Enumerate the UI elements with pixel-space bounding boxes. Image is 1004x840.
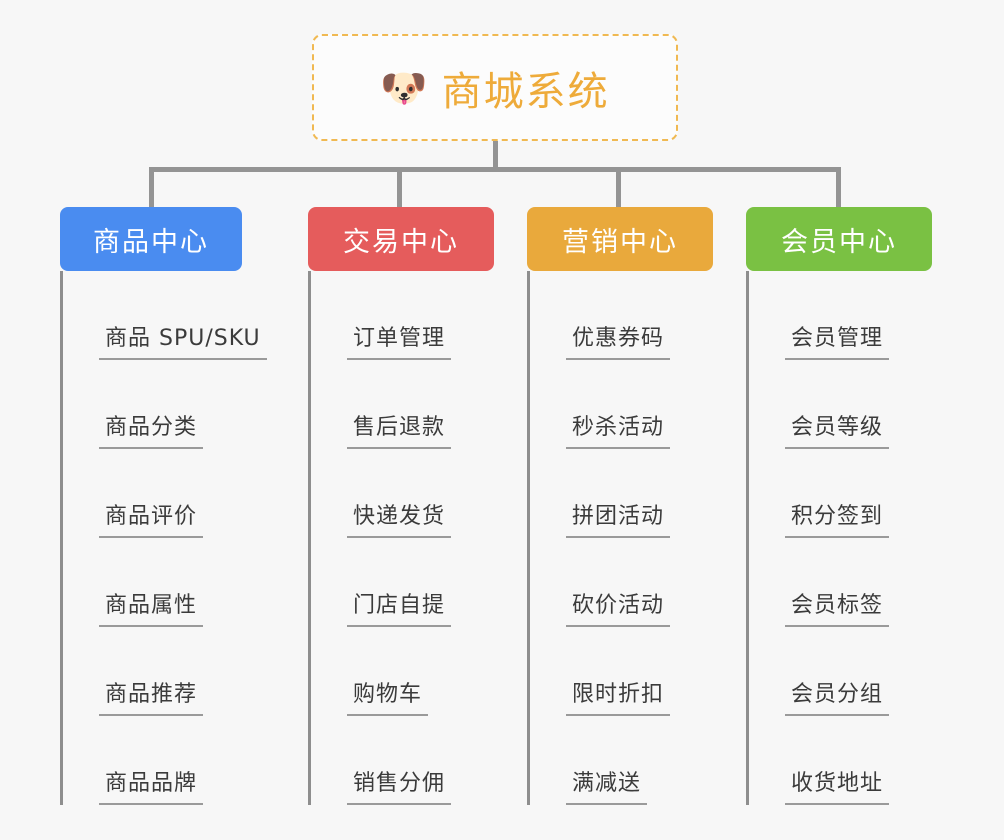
connector-horizontal-bar (149, 167, 841, 172)
leaf-list-marketing-center: 优惠券码秒杀活动拼团活动砍价活动限时折扣满减送 (527, 271, 671, 805)
leaf-item-label: 订单管理 (347, 320, 452, 360)
leaf-list-trade-center: 订单管理售后退款快递发货门店自提购物车销售分佣 (308, 271, 452, 805)
leaf-item[interactable]: 拼团活动 (533, 449, 671, 538)
leaf-item-label: 会员等级 (785, 409, 890, 449)
leaf-item[interactable]: 购物车 (314, 627, 451, 716)
column-product-center: 商品中心商品 SPU/SKU 商品分类商品评价商品属性商品推荐商品品牌 (60, 207, 267, 805)
leaf-item-label: 积分签到 (785, 498, 890, 538)
leaf-item[interactable]: 收货地址 (752, 716, 890, 805)
leaf-item[interactable]: 积分签到 (752, 449, 890, 538)
leaf-item-label: 购物车 (347, 676, 429, 716)
leaf-item[interactable]: 商品推荐 (66, 627, 267, 716)
leaf-item[interactable]: 会员等级 (752, 360, 890, 449)
column-member-center: 会员中心会员管理会员等级积分签到会员标签会员分组收货地址 (746, 207, 932, 805)
leaf-item[interactable]: 商品品牌 (66, 716, 267, 805)
leaf-item-label: 满减送 (566, 765, 648, 805)
leaf-item[interactable]: 会员管理 (752, 271, 890, 360)
leaf-item-label: 收货地址 (785, 765, 890, 805)
root-title: 商城系统 (441, 68, 610, 115)
leaf-item[interactable]: 砍价活动 (533, 538, 671, 627)
column-marketing-center: 营销中心优惠券码秒杀活动拼团活动砍价活动限时折扣满减送 (527, 207, 713, 805)
leaf-item-label: 限时折扣 (566, 676, 671, 716)
leaf-item[interactable]: 优惠券码 (533, 271, 671, 360)
leaf-item-label: 砍价活动 (566, 587, 671, 627)
leaf-item-label: 门店自提 (347, 587, 452, 627)
leaf-item[interactable]: 秒杀活动 (533, 360, 671, 449)
leaf-item-label: 会员标签 (785, 587, 890, 627)
leaf-item[interactable]: 门店自提 (314, 538, 452, 627)
leaf-item-label: 拼团活动 (566, 498, 671, 538)
leaf-item-label: 商品 SPU/SKU (99, 320, 267, 360)
leaf-item-label: 商品属性 (99, 587, 204, 627)
connector-drop-marketing-center (616, 167, 621, 207)
leaf-item[interactable]: 订单管理 (314, 271, 452, 360)
dog-face-icon: 🐶 (380, 65, 428, 110)
leaf-item[interactable]: 满减送 (533, 716, 670, 805)
leaf-item-label: 会员分组 (785, 676, 890, 716)
leaf-item-label: 会员管理 (785, 320, 890, 360)
connector-root-stem (493, 141, 498, 170)
leaf-item[interactable]: 限时折扣 (533, 627, 671, 716)
leaf-item[interactable]: 商品 SPU/SKU (66, 271, 267, 360)
category-header-member-center[interactable]: 会员中心 (746, 207, 932, 271)
leaf-item-label: 商品评价 (99, 498, 204, 538)
leaf-item[interactable]: 商品分类 (66, 360, 267, 449)
leaf-item-label: 商品分类 (99, 409, 204, 449)
category-header-marketing-center[interactable]: 营销中心 (527, 207, 713, 271)
category-header-product-center[interactable]: 商品中心 (60, 207, 242, 271)
leaf-item[interactable]: 会员分组 (752, 627, 890, 716)
root-node[interactable]: 🐶 商城系统 (312, 34, 678, 141)
connector-drop-member-center (836, 167, 841, 207)
leaf-list-member-center: 会员管理会员等级积分签到会员标签会员分组收货地址 (746, 271, 890, 805)
connector-drop-product-center (149, 167, 154, 207)
leaf-item[interactable]: 快递发货 (314, 449, 452, 538)
leaf-item-label: 售后退款 (347, 409, 452, 449)
leaf-item-label: 优惠券码 (566, 320, 671, 360)
leaf-list-product-center: 商品 SPU/SKU 商品分类商品评价商品属性商品推荐商品品牌 (60, 271, 267, 805)
leaf-item[interactable]: 销售分佣 (314, 716, 452, 805)
leaf-item[interactable]: 商品属性 (66, 538, 267, 627)
leaf-item-label: 商品品牌 (99, 765, 204, 805)
leaf-item-label: 销售分佣 (347, 765, 452, 805)
category-header-trade-center[interactable]: 交易中心 (308, 207, 494, 271)
leaf-item-label: 秒杀活动 (566, 409, 671, 449)
column-trade-center: 交易中心订单管理售后退款快递发货门店自提购物车销售分佣 (308, 207, 494, 805)
leaf-item[interactable]: 会员标签 (752, 538, 890, 627)
leaf-item-label: 商品推荐 (99, 676, 204, 716)
leaf-item[interactable]: 售后退款 (314, 360, 452, 449)
connector-drop-trade-center (397, 167, 402, 207)
leaf-item-label: 快递发货 (347, 498, 452, 538)
leaf-item[interactable]: 商品评价 (66, 449, 267, 538)
